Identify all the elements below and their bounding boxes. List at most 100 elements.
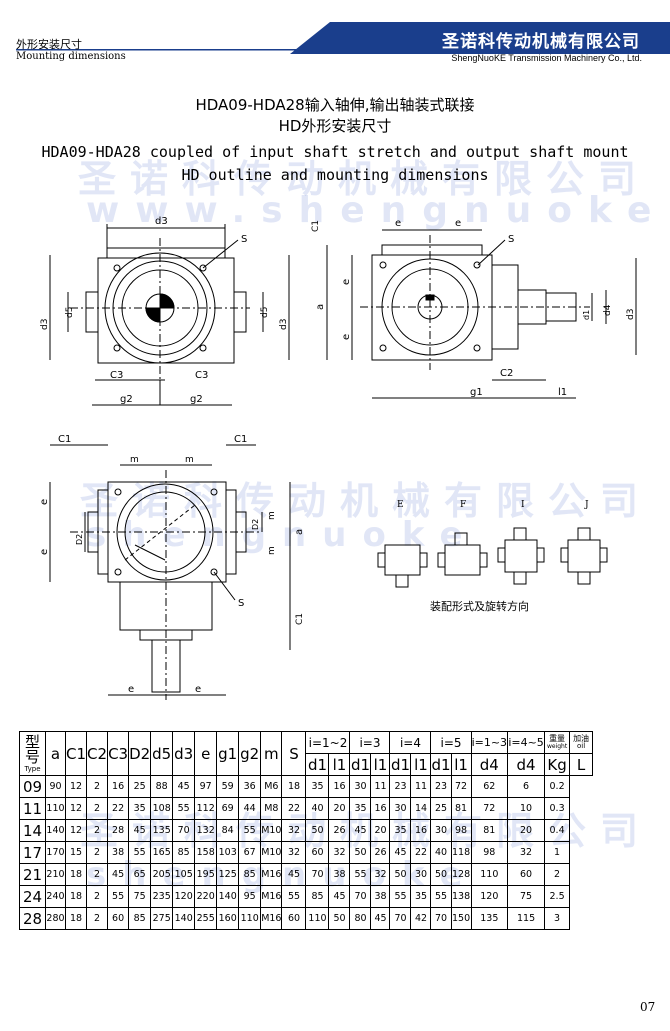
table-cell: 55	[281, 885, 307, 908]
table-cell: 45	[349, 819, 372, 842]
table-cell: 70	[389, 907, 412, 930]
table-cell: 150	[450, 907, 472, 930]
table-cell: 50	[349, 841, 372, 864]
table-cell: 70	[349, 885, 372, 908]
type-cell: 28	[19, 907, 46, 930]
table-cell: 42	[410, 907, 432, 930]
table-cell: 32	[281, 841, 307, 864]
subheader-d1: d1	[430, 753, 452, 776]
table-cell: 85	[238, 863, 262, 886]
label-c3-left: C3	[110, 370, 123, 381]
table-cell: 32	[328, 841, 351, 864]
table-cell: 98	[470, 841, 509, 864]
table-cell: 55	[389, 885, 412, 908]
assembly-icon-j	[560, 527, 608, 585]
table-cell: M16	[260, 907, 283, 930]
table-cell: 140	[216, 885, 240, 908]
table-cell: 0.2	[544, 775, 571, 798]
table-cell: 20	[370, 819, 391, 842]
header-d3: d3	[172, 731, 196, 776]
table-cell: 120	[172, 885, 196, 908]
table-cell: 45	[172, 775, 196, 798]
table-cell: 112	[194, 797, 218, 820]
table-cell: 0.3	[544, 797, 571, 820]
label-s-side: S	[508, 234, 514, 245]
label-d3-side: d3	[626, 309, 636, 320]
subheader-d1: d1	[349, 753, 372, 776]
table-cell: 16	[410, 819, 432, 842]
label-d3h7-left: d3	[40, 319, 50, 330]
table-cell: 2	[544, 863, 571, 886]
header-ratio-5: i=5	[430, 731, 472, 754]
table-cell: 45	[389, 841, 412, 864]
table-cell: 72	[450, 775, 472, 798]
table-cell: 22	[410, 841, 432, 864]
page-number: 07	[640, 1000, 656, 1014]
label-e-top-2: e	[39, 549, 50, 555]
label-d5-right: d5	[260, 307, 270, 318]
assembly-icon-e	[377, 544, 428, 588]
table-cell: 2	[86, 841, 109, 864]
watermark-en: shengnuoke	[86, 515, 479, 555]
header-c1: C1	[64, 731, 88, 776]
table-cell: 38	[328, 863, 351, 886]
title-en-line1: HDA09-HDA28 coupled of input shaft stret…	[41, 143, 629, 161]
header-ratio-3: i=3	[349, 731, 391, 754]
table-cell: 45	[281, 863, 307, 886]
header-ratio-4-5: i=4~5	[507, 731, 546, 754]
table-cell: 160	[216, 907, 240, 930]
table-cell: 110	[45, 797, 66, 820]
label-d1-side: d1	[582, 310, 591, 320]
table-cell: 26	[370, 841, 391, 864]
table-cell: M6	[260, 775, 283, 798]
table-cell: 67	[238, 841, 262, 864]
header-oil: 加油 oil	[569, 731, 594, 754]
table-cell: 45	[370, 907, 391, 930]
header-ratio-1-2: i=1~2	[305, 731, 351, 754]
subheader-l1: l1	[410, 753, 432, 776]
header-ratio-4: i=4	[389, 731, 432, 754]
label-c1-top-left: C1	[58, 434, 71, 445]
subheader-d1: d1	[389, 753, 412, 776]
subheader-kg: Kg	[544, 753, 571, 776]
header-c3: C3	[107, 731, 130, 776]
label-e-side-3: e	[341, 279, 352, 285]
table-cell: 40	[430, 841, 452, 864]
table-cell: 55	[172, 797, 196, 820]
table-cell: 70	[305, 863, 330, 886]
table-cell: 22	[107, 797, 130, 820]
table-header-row: 型号 Type a C1 C2 C3 D2 d5 d3 e g1 g2 m S …	[19, 731, 594, 776]
table-cell: 98	[450, 819, 472, 842]
table-cell: 135	[150, 819, 174, 842]
type-cell: 14	[19, 819, 46, 842]
table-cell: 2	[86, 907, 109, 930]
table-cell: 12	[64, 797, 88, 820]
table-cell: 25	[128, 775, 152, 798]
table-cell: 60	[305, 841, 330, 864]
table-cell: 32	[507, 841, 546, 864]
table-cell: M16	[260, 885, 283, 908]
table-cell: 50	[430, 863, 452, 886]
table-cell: 90	[45, 775, 66, 798]
outline-drawing: d3 S d5 d5 d3 d3 C3 C3 g2 g2 C1 e e S a …	[39, 216, 637, 700]
label-m-top-1: m	[130, 455, 139, 465]
table-cell: 18	[281, 775, 307, 798]
table-cell: 15	[64, 841, 88, 864]
label-d2-top: D2	[75, 534, 84, 545]
variant-label-f: F	[460, 500, 466, 510]
table-cell: 32	[370, 863, 391, 886]
table-cell: 1	[544, 841, 571, 864]
table-cell: 40	[305, 797, 330, 820]
table-cell: 81	[470, 819, 509, 842]
label-c2-side: C2	[500, 368, 513, 379]
section-title-cn: 外形安装尺寸	[16, 38, 82, 51]
table-cell: 14	[410, 797, 432, 820]
header-ratio-1-3: i=1~3	[470, 731, 509, 754]
table-cell: 210	[45, 863, 66, 886]
table-cell: 35	[305, 775, 330, 798]
front-view	[49, 224, 290, 406]
